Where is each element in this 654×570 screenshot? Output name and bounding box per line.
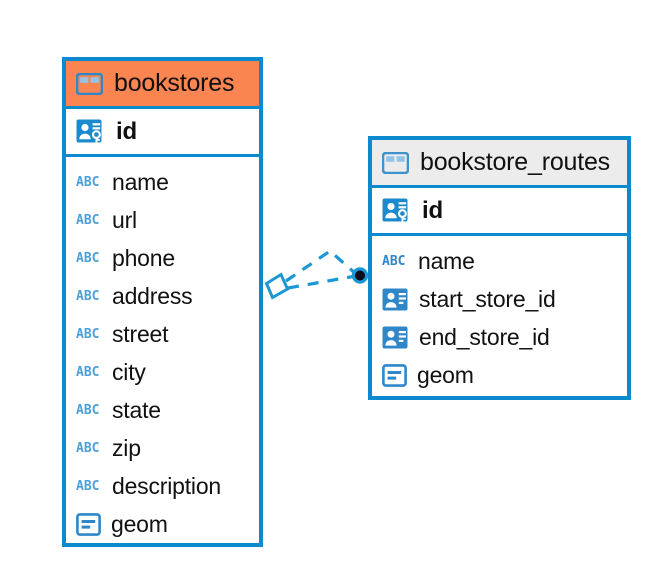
field-label: name — [418, 247, 475, 274]
field-row-geom[interactable]: geom — [66, 505, 259, 543]
abc-text-icon: ABC — [76, 440, 102, 456]
svg-text:ABC: ABC — [76, 175, 99, 190]
field-label: url — [112, 206, 137, 233]
svg-text:ABC: ABC — [76, 479, 99, 494]
field-label: phone — [112, 244, 175, 271]
field-row-primary-key[interactable]: id — [372, 188, 627, 236]
field-row-name[interactable]: ABC name — [66, 163, 259, 201]
field-list-bookstore-routes: ABC name start_store_id — [372, 236, 627, 400]
svg-text:ABC: ABC — [76, 441, 99, 456]
abc-text-icon: ABC — [76, 174, 102, 190]
abc-text-icon: ABC — [76, 326, 102, 342]
abc-text-icon: ABC — [76, 288, 102, 304]
field-label: city — [112, 358, 146, 385]
abc-text-icon: ABC — [76, 250, 102, 266]
abc-text-icon: ABC — [76, 212, 102, 228]
geometry-icon — [382, 363, 407, 387]
filled-circle-marker — [351, 267, 369, 284]
abc-text-icon: ABC — [76, 478, 102, 494]
field-label: state — [112, 396, 161, 423]
svg-text:ABC: ABC — [76, 365, 99, 380]
abc-text-icon: ABC — [382, 253, 408, 269]
field-label: description — [112, 472, 222, 499]
field-row-primary-key[interactable]: id — [66, 109, 259, 157]
field-row-zip[interactable]: ABC zip — [66, 429, 259, 467]
field-row-geom[interactable]: geom — [372, 356, 627, 394]
field-label-primary-key: id — [422, 196, 443, 224]
field-label: zip — [112, 434, 141, 461]
abc-text-icon: ABC — [76, 402, 102, 418]
field-label: geom — [417, 361, 474, 388]
geometry-icon — [76, 512, 101, 536]
abc-text-icon: ABC — [76, 364, 102, 380]
foreign-key-icon — [382, 325, 409, 350]
entity-title: bookstores — [114, 69, 235, 97]
entity-header-bookstore-routes[interactable]: bookstore_routes — [372, 140, 627, 188]
field-label: street — [112, 320, 169, 347]
field-label: end_store_id — [419, 323, 550, 350]
field-row-end-store-id[interactable]: end_store_id — [372, 318, 627, 356]
svg-text:ABC: ABC — [76, 403, 99, 418]
diamond-marker — [264, 272, 290, 300]
field-row-phone[interactable]: ABC phone — [66, 239, 259, 277]
field-label: name — [112, 168, 169, 195]
field-list-bookstores: ABC name ABC url ABC p — [66, 157, 259, 549]
field-label: geom — [111, 510, 168, 537]
field-row-street[interactable]: ABC street — [66, 315, 259, 353]
field-label: start_store_id — [419, 285, 556, 312]
field-label: address — [112, 282, 193, 309]
field-row-name[interactable]: ABC name — [372, 242, 627, 280]
foreign-key-icon — [382, 287, 409, 312]
svg-text:ABC: ABC — [76, 213, 99, 228]
svg-text:ABC: ABC — [76, 251, 99, 266]
table-icon — [75, 72, 104, 95]
entity-bookstore-routes[interactable]: bookstore_routes id — [368, 136, 631, 400]
svg-text:ABC: ABC — [76, 289, 99, 304]
svg-text:ABC: ABC — [76, 327, 99, 342]
field-row-start-store-id[interactable]: start_store_id — [372, 280, 627, 318]
field-row-description[interactable]: ABC description — [66, 467, 259, 505]
entity-title: bookstore_routes — [420, 148, 610, 176]
entity-bookstores[interactable]: bookstores id — [62, 57, 263, 547]
field-row-url[interactable]: ABC url — [66, 201, 259, 239]
field-label-primary-key: id — [116, 117, 137, 145]
field-row-state[interactable]: ABC state — [66, 391, 259, 429]
svg-text:ABC: ABC — [382, 254, 405, 269]
field-row-city[interactable]: ABC city — [66, 353, 259, 391]
field-row-address[interactable]: ABC address — [66, 277, 259, 315]
relationship-lines — [285, 248, 358, 290]
primary-key-icon — [76, 117, 105, 146]
table-icon — [381, 151, 410, 174]
entity-header-bookstores[interactable]: bookstores — [66, 61, 259, 109]
primary-key-icon — [382, 196, 411, 225]
